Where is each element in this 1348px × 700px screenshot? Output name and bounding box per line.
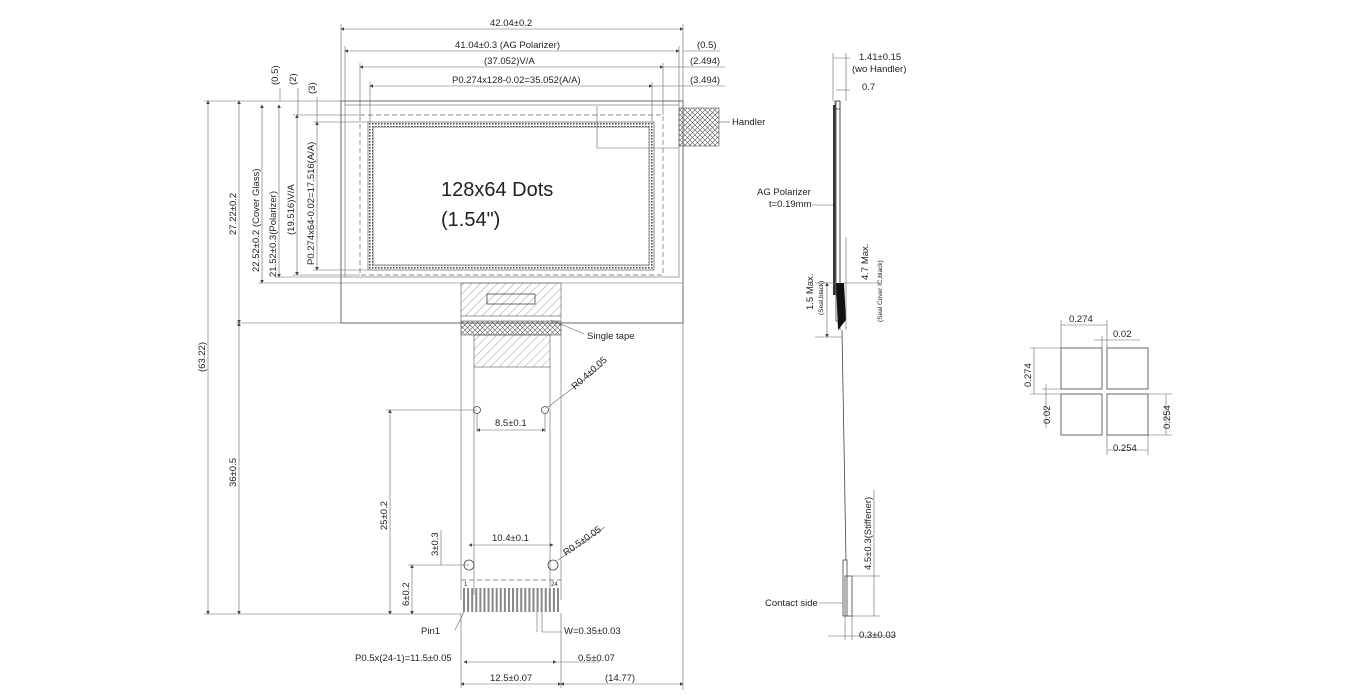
pixel-dot-4 bbox=[1106, 393, 1149, 436]
contact-pins bbox=[463, 588, 559, 612]
height-fpc: 36±0.5 bbox=[228, 458, 239, 487]
height-total: (63.22) bbox=[197, 342, 208, 372]
pixel-dot-bottom: 0.254 bbox=[1113, 443, 1137, 454]
contact-pin bbox=[540, 588, 543, 612]
contact-pin bbox=[463, 588, 465, 612]
contact-pin bbox=[483, 588, 486, 612]
fpc-offset: (14.77) bbox=[605, 673, 635, 684]
contact-pin bbox=[512, 588, 515, 612]
height-6: 6±0.2 bbox=[401, 582, 412, 606]
contact-pin bbox=[491, 588, 494, 612]
side-seal-max: 1.5 Max. bbox=[805, 274, 816, 310]
pin-width: W=0.35±0.03 bbox=[564, 626, 621, 637]
pin-last: 24 bbox=[551, 582, 558, 588]
side-ic-note: (Seal Cover IC,black) bbox=[877, 260, 884, 322]
width-polarizer: 41.04±0.3 (AG Polarizer) bbox=[455, 40, 560, 51]
contact-pin bbox=[552, 588, 555, 612]
width-va: (37.052)V/A bbox=[484, 56, 535, 67]
height-cover: 22.52±0.2 (Cover Glass) bbox=[251, 169, 262, 272]
single-tape bbox=[460, 320, 562, 336]
contact-pin bbox=[503, 588, 506, 612]
side-view: 1.41±0.15 (wo Handler) 0.7 AG Polarizer … bbox=[757, 52, 906, 641]
side-seal-note: (Seal,black) bbox=[818, 281, 825, 315]
contact-pin bbox=[544, 588, 547, 612]
side-polarizer-thickness: t=0.19mm bbox=[769, 199, 812, 210]
hole-radius-1: R0.4±0.05 bbox=[570, 355, 610, 392]
pin1-label: Pin1 bbox=[421, 626, 440, 637]
contact-pin bbox=[487, 588, 490, 612]
front-view: 128x64 Dots (1.54") Handler Single tape … bbox=[197, 18, 765, 690]
height-3: 3±0.3 bbox=[430, 532, 441, 556]
contact-pin bbox=[532, 588, 535, 612]
pixel-pitch-left: 0.274 bbox=[1023, 363, 1034, 387]
pixel-gap-top: 0.02 bbox=[1113, 329, 1132, 340]
hole-radius-2: R0.5±0.05 bbox=[561, 524, 603, 558]
side-glass-value: 0.7 bbox=[862, 82, 875, 93]
contact-pin bbox=[536, 588, 539, 612]
handler-label: Handler bbox=[732, 117, 765, 128]
contact-pin bbox=[528, 588, 531, 612]
alignment-hole-right bbox=[541, 406, 549, 414]
right-offset-2: (2.494) bbox=[690, 56, 720, 67]
pin-first: 1 bbox=[464, 582, 468, 588]
pixel-pitch-top: 0.274 bbox=[1069, 314, 1093, 325]
contact-hole-right bbox=[547, 559, 559, 571]
side-polarizer-label: AG Polarizer bbox=[757, 187, 811, 198]
height-25: 25±0.2 bbox=[379, 501, 390, 530]
single-tape-label: Single tape bbox=[587, 331, 635, 342]
fpc-width: 12.5±0.07 bbox=[490, 673, 532, 684]
pixel-dot-3 bbox=[1060, 393, 1103, 436]
contact-pin bbox=[507, 588, 510, 612]
contact-pin bbox=[471, 588, 474, 612]
contact-pin bbox=[520, 588, 523, 612]
width-aa: P0.274x128-0.02=35.052(A/A) bbox=[452, 75, 581, 86]
hole-spacing-1: 8.5±0.1 bbox=[495, 418, 527, 429]
side-thickness: 1.41±0.15 bbox=[859, 52, 901, 63]
contact-pin bbox=[548, 588, 551, 612]
pixel-detail: 0.274 0.02 0.274 0.02 0.254 0.254 bbox=[1023, 314, 1173, 455]
width-outline: 42.04±0.2 bbox=[490, 18, 532, 29]
height-polarizer: 21.52±0.3(Polarizer) bbox=[268, 191, 279, 277]
top-offset-3: (3) bbox=[307, 82, 318, 94]
contact-pin bbox=[467, 588, 470, 612]
height-glass: 27.22±0.2 bbox=[228, 193, 239, 235]
pin-pitch: P0.5x(24-1)=11.5±0.05 bbox=[355, 653, 452, 664]
active-area bbox=[372, 126, 650, 266]
right-offset-3: (3.494) bbox=[690, 75, 720, 86]
ic-seal-area bbox=[460, 282, 562, 317]
height-va: (19.516)V/A bbox=[286, 184, 297, 235]
pixel-dot-right: 0.254 bbox=[1162, 405, 1173, 429]
side-ic-max: 4.7 Max. bbox=[860, 244, 871, 280]
handler-tab bbox=[678, 107, 720, 147]
edge-gap: 0.5±0.07 bbox=[578, 653, 615, 664]
side-stiffener-label: 4.5±0.3(Stiffener) bbox=[863, 497, 874, 570]
pixel-dot-1 bbox=[1060, 347, 1103, 390]
side-polarizer bbox=[833, 105, 836, 295]
side-contact-label: Contact side bbox=[765, 598, 818, 609]
right-offset-1: (0.5) bbox=[697, 40, 717, 51]
pixel-dot-2 bbox=[1106, 347, 1149, 390]
side-seal bbox=[836, 283, 846, 330]
pixel-gap-left: 0.02 bbox=[1042, 406, 1053, 425]
polarizer-outline bbox=[344, 104, 680, 278]
contact-pin bbox=[557, 588, 559, 612]
contact-pin bbox=[516, 588, 519, 612]
contact-pin bbox=[475, 588, 478, 612]
side-thickness-note: (wo Handler) bbox=[852, 64, 906, 75]
contact-pin bbox=[479, 588, 482, 612]
contact-pin bbox=[499, 588, 502, 612]
top-offset-2: (2) bbox=[288, 73, 299, 85]
side-fpc-thickness: 0.3±0.03 bbox=[859, 630, 896, 641]
height-aa: P0.274x64-0.02=17.516(A/A) bbox=[306, 142, 317, 265]
top-offset-1: (0.5) bbox=[270, 65, 281, 85]
contact-pin bbox=[495, 588, 498, 612]
side-stiffener bbox=[844, 575, 853, 617]
display-size: (1.54") bbox=[441, 209, 500, 231]
contact-pin bbox=[524, 588, 527, 612]
display-label: 128x64 Dots bbox=[441, 179, 553, 201]
hole-spacing-2: 10.4±0.1 bbox=[492, 533, 529, 544]
